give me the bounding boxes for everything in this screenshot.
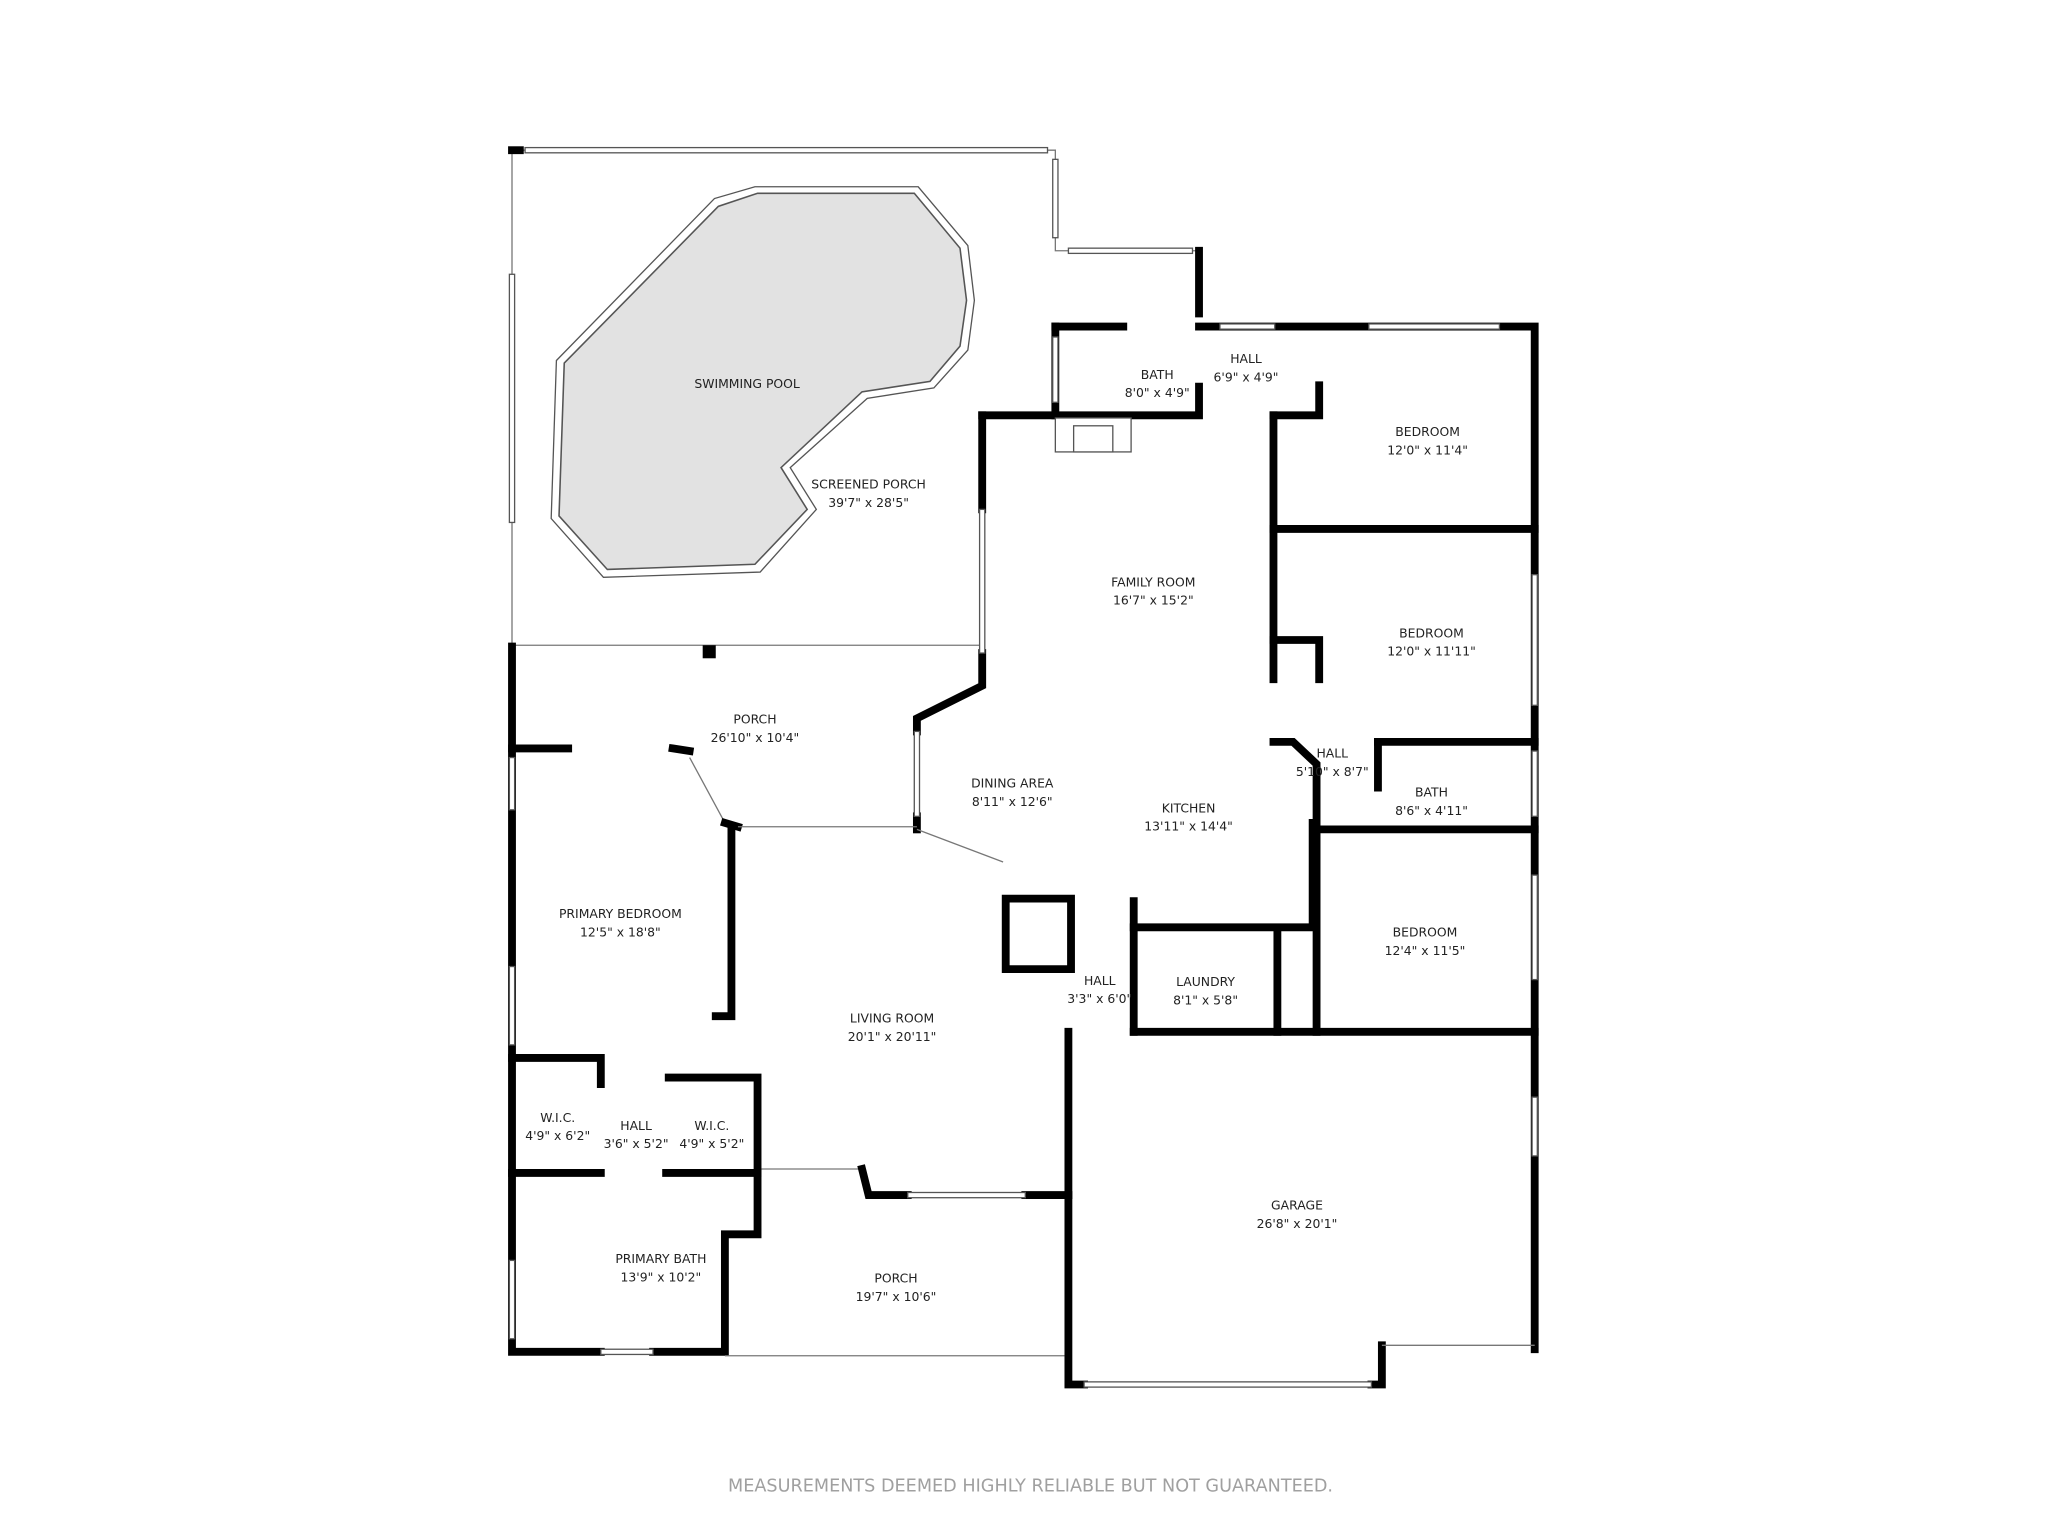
room-dims: 8'0" x 4'9" (1125, 385, 1190, 400)
room-dims: 19'7" x 10'6" (856, 1289, 937, 1304)
room-dims: 12'5" x 18'8" (580, 924, 661, 939)
disclaimer-footer: MEASUREMENTS DEEMED HIGHLY RELIABLE BUT … (728, 1477, 1333, 1497)
room-label: PORCH (733, 712, 776, 727)
room-dims: 8'1" x 5'8" (1173, 992, 1238, 1007)
room-dims: 12'0" x 11'4" (1387, 443, 1468, 458)
room-label: PRIMARY BEDROOM (559, 906, 682, 921)
swimming-pool (558, 192, 968, 571)
room-label: LIVING ROOM (850, 1011, 934, 1026)
room-dims: 4'9" x 6'2" (525, 1128, 590, 1143)
room-label: W.I.C. (540, 1110, 575, 1125)
room-label: HALL (1316, 746, 1348, 761)
room-label: HALL (620, 1118, 652, 1133)
room-label: LAUNDRY (1176, 974, 1235, 989)
swimming-pool-edge (550, 186, 976, 578)
room-dims: 3'6" x 5'2" (604, 1136, 669, 1151)
room-label: SWIMMING POOL (694, 376, 800, 391)
room-dims: 4'9" x 5'2" (679, 1136, 744, 1151)
room-label: BATH (1141, 367, 1174, 382)
room-dims: 6'9" x 4'9" (1214, 369, 1279, 384)
room-label: W.I.C. (694, 1118, 729, 1133)
room-label: BEDROOM (1395, 424, 1460, 439)
room-label: PRIMARY BATH (615, 1251, 706, 1266)
room-dims: 16'7" x 15'2" (1113, 593, 1194, 608)
room-dims: 5'10" x 8'7" (1296, 764, 1369, 779)
room-label: FAMILY ROOM (1111, 574, 1195, 589)
room-label: BEDROOM (1399, 625, 1464, 640)
room-label: BATH (1415, 785, 1448, 800)
room-label: PORCH (874, 1271, 917, 1286)
room-dims: 20'1" x 20'11" (848, 1029, 937, 1044)
room-label: HALL (1084, 973, 1116, 988)
room-dims: 26'10" x 10'4" (711, 730, 800, 745)
room-label: HALL (1230, 351, 1262, 366)
room-labels: SWIMMING POOL SCREENED PORCH 39'7" x 28'… (525, 351, 1476, 1304)
room-label: BEDROOM (1393, 924, 1458, 939)
walls (508, 146, 1539, 1389)
room-dims: 13'9" x 10'2" (621, 1269, 702, 1284)
room-dims: 39'7" x 28'5" (828, 495, 909, 510)
windows (508, 323, 1538, 1388)
screened-porch-outline (508, 146, 1200, 647)
room-label: SCREENED PORCH (811, 476, 926, 491)
room-dims: 3'3" x 6'0" (1067, 991, 1132, 1006)
room-dims: 13'11" x 14'4" (1144, 819, 1233, 834)
room-dims: 26'8" x 20'1" (1257, 1216, 1338, 1231)
room-dims: 12'0" x 11'11" (1387, 644, 1476, 659)
room-dims: 12'4" x 11'5" (1385, 943, 1466, 958)
room-dims: 8'11" x 12'6" (972, 794, 1053, 809)
room-label: DINING AREA (971, 776, 1054, 791)
room-dims: 8'6" x 4'11" (1395, 803, 1468, 818)
room-label: KITCHEN (1162, 800, 1216, 815)
room-label: GARAGE (1271, 1197, 1323, 1212)
